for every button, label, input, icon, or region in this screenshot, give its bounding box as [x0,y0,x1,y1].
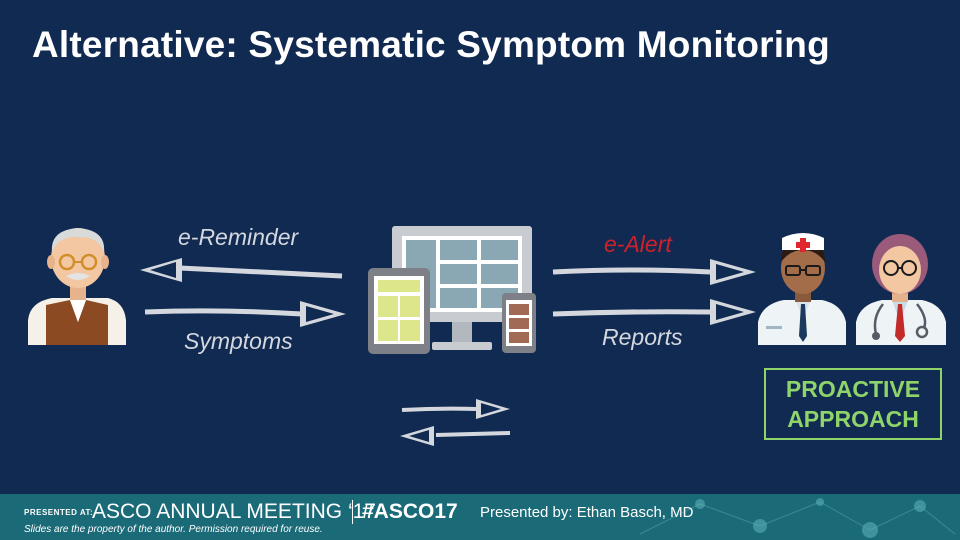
e-reminder-label: e-Reminder [178,224,299,250]
reports-label: Reports [602,324,683,350]
slide-title: Alternative: Systematic Symptom Monitori… [32,24,830,65]
diagram-art [28,226,946,446]
symptoms-arrow [144,301,346,327]
proactive-approach-box: PROACTIVE APPROACH [764,368,942,440]
proactive-line-2: APPROACH [787,406,919,432]
footer-divider [352,500,353,524]
doctor-icon [856,234,946,345]
disclaimer: Slides are the property of the author. P… [24,524,323,535]
footer-bar: PRESENTED AT: ASCO ANNUAL MEETING ‘17 #A… [0,494,960,540]
network-decoration [639,498,956,538]
nurse-icon [758,233,846,345]
presented-at-label: PRESENTED AT: [24,508,94,517]
patient-icon [28,228,126,345]
e-alert-label: e-Alert [604,231,672,257]
symptoms-label: Symptoms [184,328,293,354]
reminder-arrow [140,258,343,282]
sync-arrows-icon [400,399,511,446]
proactive-line-1: PROACTIVE [785,376,921,402]
devices-icon [368,226,536,354]
reports-arrow [552,299,756,325]
hashtag: #ASCO17 [362,500,458,523]
presenter: Presented by: Ethan Basch, MD [480,504,694,521]
meeting-name: ASCO ANNUAL MEETING ‘17 [92,500,376,523]
alert-arrow [552,259,756,285]
